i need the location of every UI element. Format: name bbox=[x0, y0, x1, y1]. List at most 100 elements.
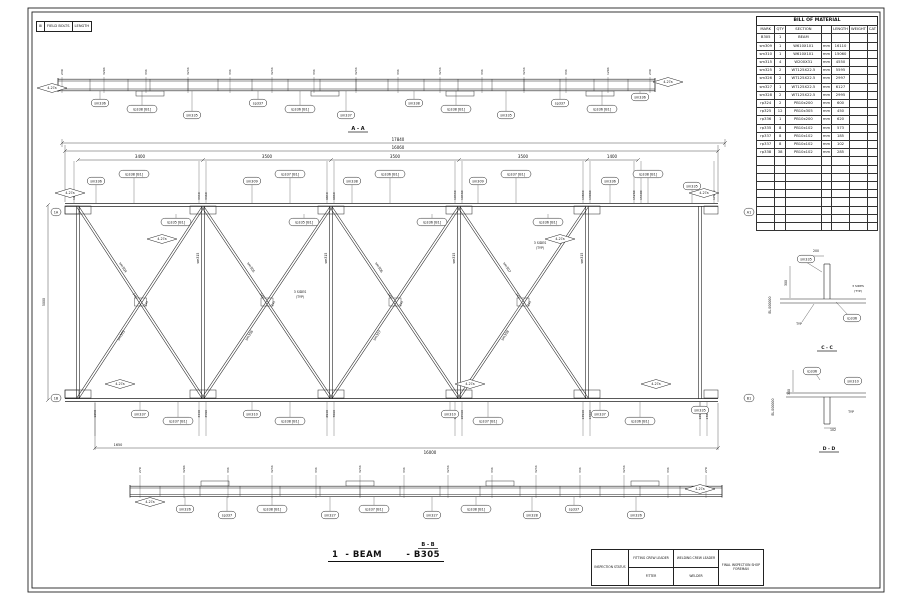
part-tag bbox=[469, 176, 487, 186]
part-tag bbox=[743, 393, 755, 403]
part-tag-label: rp337 [B1] bbox=[169, 419, 188, 423]
bom-cell bbox=[848, 189, 868, 199]
welding-crew-cell: WELDING CREW LEADER bbox=[673, 549, 719, 568]
bom-cell: mm bbox=[820, 49, 833, 59]
dimension-text: 279 bbox=[704, 467, 708, 473]
annotation-text: 3 SIDES bbox=[294, 290, 307, 294]
bom-cell bbox=[820, 221, 833, 232]
bom-cell: rp338 bbox=[755, 148, 776, 158]
part-tag-label: rp336 bbox=[847, 316, 857, 320]
bom-cell bbox=[848, 115, 868, 125]
gusset-plate bbox=[189, 389, 217, 399]
annotation-text: 102 bbox=[830, 428, 836, 432]
bom-row bbox=[755, 213, 879, 223]
dimension-text: 3340 bbox=[197, 192, 201, 200]
part-tag bbox=[131, 409, 149, 419]
bom-cell bbox=[866, 213, 879, 223]
bom-cell: B305 bbox=[755, 33, 776, 43]
bom-cell bbox=[866, 172, 879, 182]
part-tag bbox=[374, 169, 406, 179]
part-tag-label: 1A bbox=[54, 210, 59, 214]
part-tag bbox=[423, 510, 441, 520]
bom-cell bbox=[866, 74, 879, 84]
part-tag bbox=[843, 313, 861, 323]
welder-cell: WELDER bbox=[673, 567, 719, 586]
section-a-strip bbox=[57, 78, 656, 92]
bom-header-cell: CAT bbox=[866, 25, 879, 35]
bom-cell bbox=[848, 131, 868, 141]
dimension-text: 6840 bbox=[325, 192, 329, 200]
field-bolts-box: ⊞ FIELD BOLTS LENGTH bbox=[36, 21, 93, 32]
bom-cell bbox=[866, 164, 879, 174]
gusset-plate bbox=[64, 389, 92, 399]
bom-cell bbox=[848, 90, 868, 100]
bom-cell bbox=[774, 180, 786, 191]
bom-cell bbox=[831, 180, 850, 191]
bom-cell bbox=[784, 189, 822, 199]
part-tag bbox=[343, 176, 361, 186]
gusset-stub bbox=[135, 90, 165, 97]
bom-cell bbox=[866, 180, 879, 191]
gusset-plate bbox=[64, 205, 92, 215]
weld-symbol-label: 4-27a bbox=[663, 80, 672, 84]
part-tag-label: sm328 bbox=[526, 513, 538, 517]
dimension-text: 15400 bbox=[639, 190, 643, 200]
weld-symbol bbox=[36, 83, 68, 93]
bom-header-cell: LENGTH bbox=[831, 25, 850, 35]
bom-cell: 2 bbox=[774, 74, 786, 84]
bom-row bbox=[755, 164, 879, 174]
weld-symbol-label: 4-27a bbox=[465, 382, 474, 386]
bom-cell bbox=[755, 221, 776, 232]
weld-symbol-label: 4-27a bbox=[65, 191, 74, 195]
part-tag-label: sm338 bbox=[408, 101, 420, 105]
part-tag bbox=[500, 169, 532, 179]
part-tag-label: sm336 bbox=[94, 101, 106, 105]
annotation-text: 3400 bbox=[135, 154, 146, 159]
dimension-text: 3460 bbox=[204, 192, 208, 200]
weld-symbol bbox=[54, 188, 86, 198]
annotation-text: 1400 bbox=[607, 154, 618, 159]
bom-cell: sm328 bbox=[755, 90, 776, 100]
dimension-text: 13960 bbox=[588, 190, 592, 200]
bom-cell bbox=[866, 197, 879, 207]
part-tag-label: B1 bbox=[747, 396, 751, 400]
bom-cell bbox=[831, 205, 850, 215]
vertical-text: sm315 bbox=[324, 253, 328, 264]
annotation-text: (TYP) bbox=[536, 246, 544, 250]
annotation-text: TYP bbox=[847, 410, 854, 414]
weld-symbol bbox=[652, 77, 684, 87]
part-tag bbox=[176, 504, 194, 514]
dimension-text: 334 bbox=[564, 69, 568, 75]
part-tag-label: 1B bbox=[54, 396, 59, 400]
dimension-text: 334 bbox=[396, 69, 400, 75]
part-tag-label: sm337 bbox=[594, 412, 606, 416]
dim-tick bbox=[76, 158, 80, 162]
part-tag bbox=[337, 110, 355, 120]
part-tag bbox=[416, 217, 448, 227]
dimension-text: 10340 bbox=[453, 190, 457, 200]
bom-cell: W610X101 bbox=[784, 49, 822, 59]
diagonal-member bbox=[79, 206, 205, 399]
dim-tick bbox=[585, 158, 589, 162]
dimension-text: 3234 bbox=[186, 67, 190, 75]
bom-cell: mm bbox=[820, 148, 833, 158]
part-tag bbox=[183, 110, 201, 120]
bom-cell: mm bbox=[820, 123, 833, 133]
bom-cell bbox=[848, 57, 868, 68]
part-tag-label: sm327 bbox=[324, 513, 336, 517]
dim-tick bbox=[60, 141, 64, 145]
bom-cell: 6127 bbox=[831, 82, 850, 92]
bom-cell: WT125X22.5 bbox=[784, 66, 822, 76]
bom-cell bbox=[831, 221, 850, 232]
part-tag-label: sm336 bbox=[604, 179, 616, 183]
dimension-text: 1294 bbox=[606, 67, 610, 75]
dimension-text: 3294 bbox=[182, 465, 186, 473]
bom-cell bbox=[848, 66, 868, 76]
dimension-text: 3590 bbox=[204, 410, 208, 418]
annotation-text: 1650 bbox=[114, 443, 123, 447]
